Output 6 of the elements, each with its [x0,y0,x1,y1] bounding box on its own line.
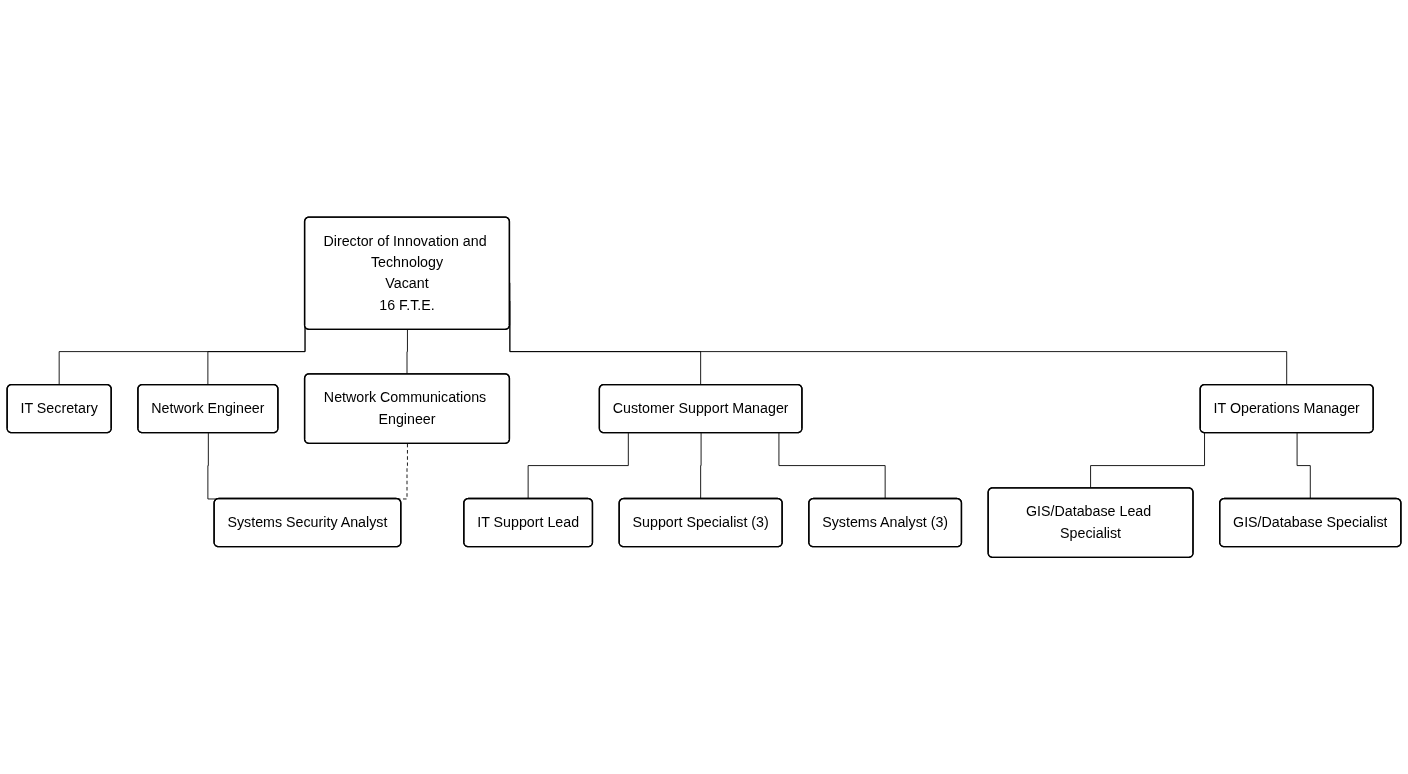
connector [406,329,408,375]
connector [778,432,887,500]
connector [1090,432,1205,489]
connector [1296,432,1312,500]
connector [527,432,629,500]
connector [700,432,702,500]
